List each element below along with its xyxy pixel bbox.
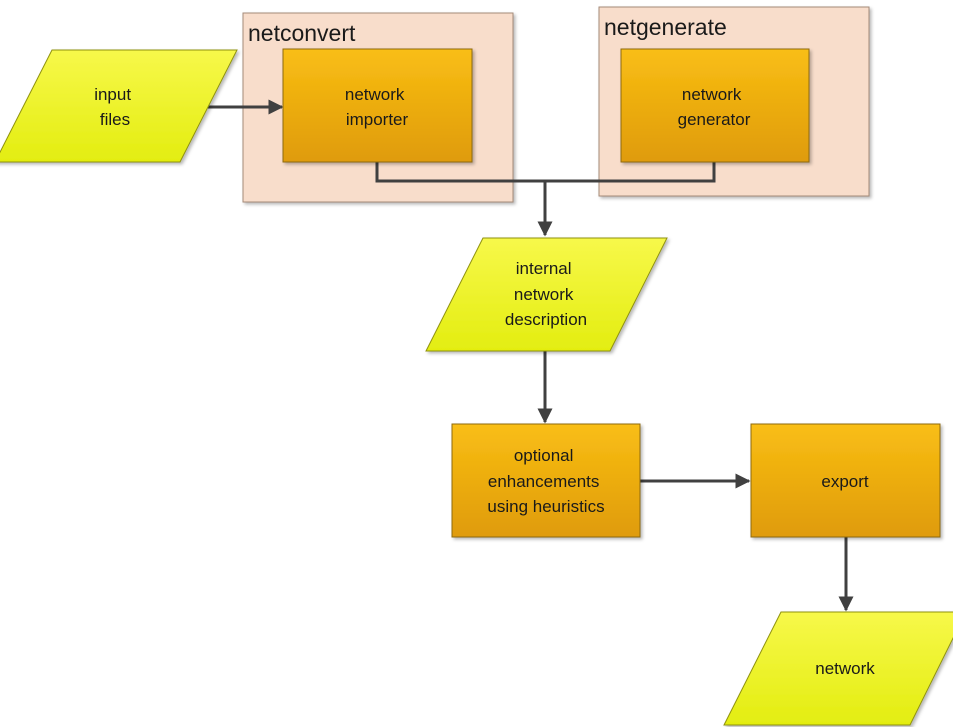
network-output-node: network [723, 611, 953, 726]
internal-network-description-label: internal network description [505, 259, 587, 329]
edge-generator-to-merge [545, 162, 716, 183]
network-output-label: network [815, 659, 875, 678]
optional-enhancements-node: optional enhancements using heuristics [451, 423, 641, 538]
network-importer-label: network importer [345, 85, 409, 129]
input-files-node: input files [0, 49, 238, 163]
export-label: export [821, 472, 869, 491]
optional-enhancements-label: optional enhancements using heuristics [487, 446, 604, 516]
input-files-label: input files [94, 85, 136, 129]
internal-network-description-node: internal network description [425, 237, 668, 352]
network-generator-label: network generator [678, 85, 751, 129]
netgenerate-label: netgenerate [604, 14, 727, 40]
network-importer-node: network importer [282, 48, 473, 163]
netconvert-label: netconvert [248, 20, 356, 46]
network-generator-node: network generator [620, 48, 810, 163]
edge-importer-to-merge [375, 162, 545, 183]
connectors [208, 99, 854, 612]
export-node: export [750, 423, 941, 538]
